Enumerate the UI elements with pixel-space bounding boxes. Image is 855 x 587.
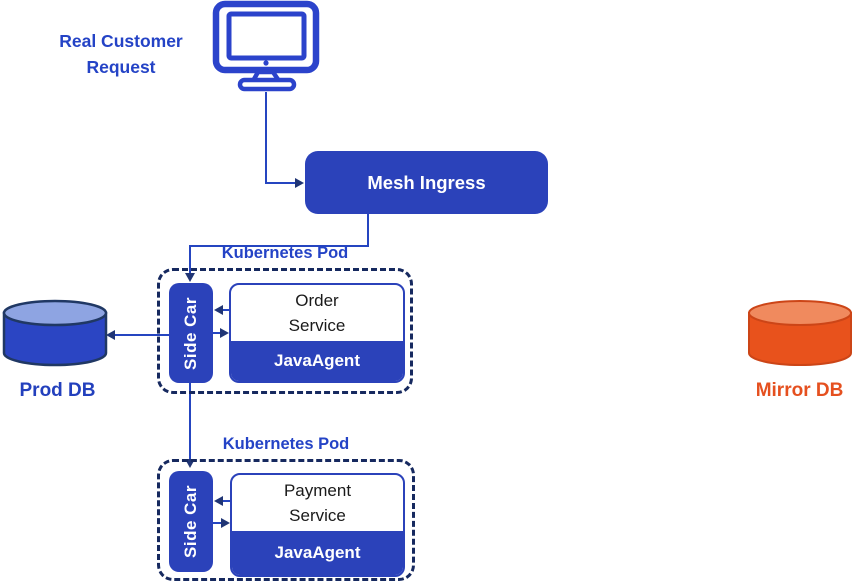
pod1-javaagent-bar: JavaAgent: [231, 341, 403, 381]
pod2-title: Kubernetes Pod: [222, 435, 350, 453]
customer-request-line2: Request: [86, 57, 156, 77]
arrowhead-into-ingress: [295, 178, 304, 188]
pod2-boundary: [157, 459, 415, 581]
pod2-sidecar-node: Side Car: [169, 471, 213, 572]
pod1-sidecar-node: Side Car: [169, 283, 213, 383]
mesh-ingress-node: Mesh Ingress: [305, 151, 548, 214]
prod-db-label: Prod DB: [19, 380, 96, 401]
pod1-service-name: Order Service: [231, 285, 403, 341]
pod1-service-line1: Order: [295, 291, 339, 310]
pod2-javaagent-label: JavaAgent: [274, 543, 361, 562]
pod2-service-line2: Service: [289, 506, 346, 525]
customer-request-line1: Real Customer: [59, 31, 183, 51]
mesh-ingress-label: Mesh Ingress: [367, 171, 486, 193]
pod2-sidecar-label: Side Car: [181, 485, 200, 558]
pod1-boundary: [157, 268, 413, 394]
pod1-sidecar-label: Side Car: [181, 296, 200, 370]
connector-customer-to-ingress: [265, 92, 295, 184]
mirror-db-label: Mirror DB: [755, 380, 844, 401]
monitor-icon: [212, 0, 320, 92]
prod-database-icon: [2, 299, 108, 367]
pod1-service-node: Order Service JavaAgent: [229, 283, 405, 383]
pod2-service-line1: Payment: [283, 481, 352, 500]
mirror-database-icon: [748, 300, 852, 366]
pod2-javaagent-bar: JavaAgent: [232, 531, 403, 575]
pod1-service-line2: Service: [288, 316, 346, 335]
pod1-javaagent-label: JavaAgent: [274, 351, 360, 370]
pod2-service-name: Payment Service: [232, 475, 403, 531]
pod2-service-node: Payment Service JavaAgent: [230, 473, 405, 577]
customer-request-label: Real Customer Request: [34, 28, 208, 80]
pod1-title: Kubernetes Pod: [221, 244, 349, 262]
